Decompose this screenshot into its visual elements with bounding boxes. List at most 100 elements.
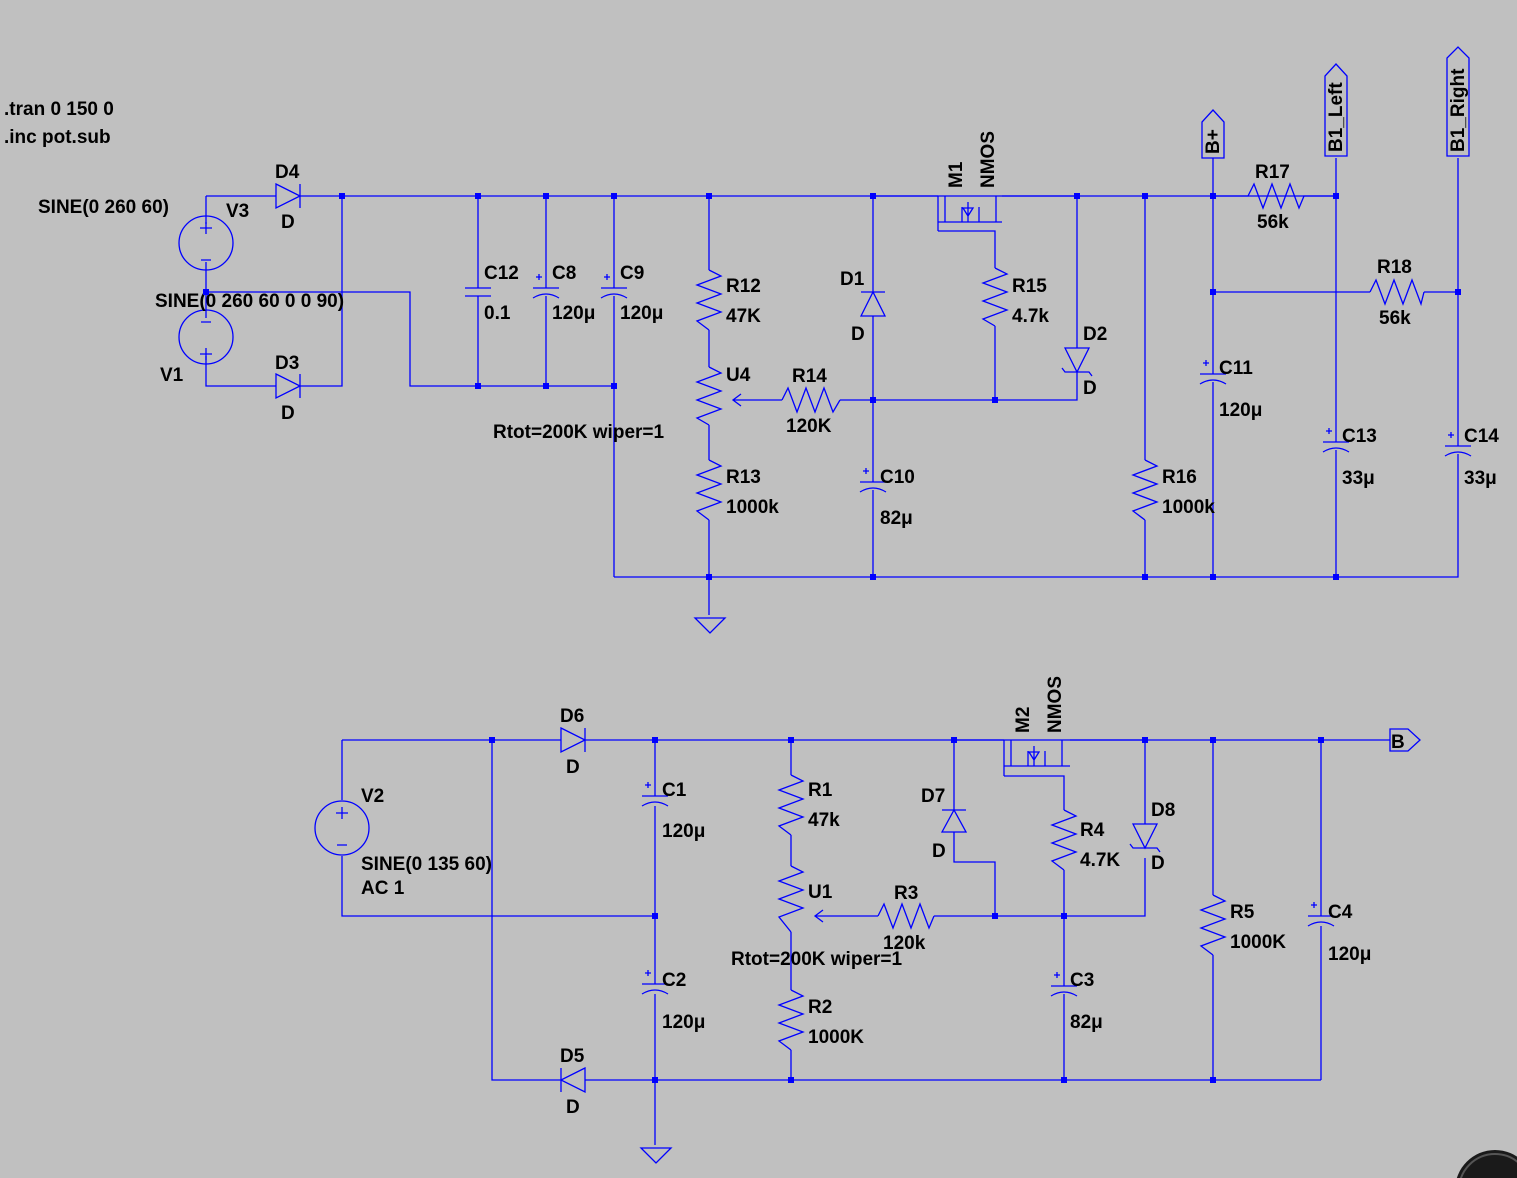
D4-label: D4 <box>275 162 300 183</box>
resistor-R14[interactable] <box>781 386 841 414</box>
C1-value: 120μ <box>662 821 705 842</box>
R3-label: R3 <box>894 883 918 904</box>
V2-ac: AC 1 <box>361 878 405 899</box>
voltage-source-V3[interactable] <box>178 215 234 271</box>
C12-value: 0.1 <box>484 303 511 324</box>
D5-label: D5 <box>560 1046 585 1067</box>
V3-label: V3 <box>226 201 249 222</box>
capacitor-C14[interactable] <box>1444 432 1472 457</box>
M2-model: NMOS <box>1045 676 1066 733</box>
D2-label: D2 <box>1083 324 1107 345</box>
voltage-source-V1[interactable] <box>178 309 234 365</box>
bplus-text: B+ <box>1203 129 1224 154</box>
voltage-source-V2[interactable] <box>314 800 370 856</box>
diode-D1[interactable] <box>859 290 887 317</box>
nmos-M1[interactable] <box>937 196 1002 231</box>
resistor-R1[interactable] <box>777 774 805 836</box>
capacitor-C11[interactable] <box>1199 360 1227 385</box>
C9-value: 120μ <box>620 303 663 324</box>
U4-label: U4 <box>726 365 751 386</box>
b1-left-text: B1_Left <box>1326 82 1347 152</box>
D5-model: D <box>566 1097 580 1118</box>
resistor-R3[interactable] <box>877 902 935 930</box>
resistor-R15[interactable] <box>981 267 1009 327</box>
resistor-R16[interactable] <box>1131 459 1159 521</box>
M2-label: M2 <box>1013 707 1034 733</box>
C2-value: 120μ <box>662 1012 705 1033</box>
diode-D3[interactable] <box>275 372 302 400</box>
C14-value: 33μ <box>1464 468 1497 489</box>
zener-D8[interactable] <box>1129 823 1161 853</box>
capacitor-C10[interactable] <box>859 468 887 493</box>
C12-label: C12 <box>484 263 519 284</box>
D1-label: D1 <box>840 269 865 290</box>
inc-directive[interactable]: .inc pot.sub <box>4 127 111 148</box>
capacitor-C1[interactable] <box>641 782 669 807</box>
corner-widget-icon[interactable] <box>1455 1150 1517 1178</box>
capacitor-C3[interactable] <box>1050 972 1078 997</box>
R4-value: 4.7K <box>1080 850 1120 871</box>
nmos-M2[interactable] <box>1003 740 1070 776</box>
resistor-R13[interactable] <box>695 459 723 521</box>
capacitor-C4[interactable] <box>1307 902 1335 927</box>
V1-value: SINE(0 260 60 0 0 90) <box>155 291 344 312</box>
potentiometer-U4[interactable] <box>695 366 782 426</box>
bottom-circuit-wires <box>341 739 1390 1145</box>
C11-label: C11 <box>1219 358 1253 379</box>
net-label-b1-left[interactable]: B1_Left <box>1324 63 1348 157</box>
R12-label: R12 <box>726 276 761 297</box>
resistor-R5[interactable] <box>1199 894 1227 956</box>
C8-value: 120μ <box>552 303 595 324</box>
D4-model: D <box>281 212 295 233</box>
R18-label: R18 <box>1377 257 1412 278</box>
D1-model: D <box>851 324 865 345</box>
capacitor-C13[interactable] <box>1322 428 1350 453</box>
capacitor-C12[interactable] <box>465 287 491 297</box>
net-label-b1-right[interactable]: B1_Right <box>1446 46 1470 157</box>
capacitor-C9[interactable] <box>600 274 628 299</box>
resistor-R2[interactable] <box>777 989 805 1051</box>
C3-value: 82μ <box>1070 1012 1103 1033</box>
V3-value: SINE(0 260 60) <box>38 197 169 218</box>
capacitor-C8[interactable] <box>532 274 560 299</box>
zener-D2[interactable] <box>1061 347 1093 377</box>
potentiometer-U1[interactable] <box>777 865 878 933</box>
R17-value: 56k <box>1257 212 1289 233</box>
resistor-R12[interactable] <box>695 269 723 331</box>
R15-label: R15 <box>1012 276 1047 297</box>
resistor-R4[interactable] <box>1050 809 1078 871</box>
R16-value: 1000k <box>1162 497 1215 518</box>
capacitor-C2[interactable] <box>641 970 669 995</box>
resistor-R18[interactable] <box>1369 278 1425 307</box>
D8-model: D <box>1151 853 1165 874</box>
C1-label: C1 <box>662 780 687 801</box>
U1-params: Rtot=200K wiper=1 <box>731 949 902 970</box>
diode-D5[interactable] <box>559 1066 586 1094</box>
net-label-bplus[interactable]: B+ <box>1201 109 1225 159</box>
R5-value: 1000K <box>1230 932 1286 953</box>
R3-value: 120k <box>883 933 926 954</box>
C13-label: C13 <box>1342 426 1377 447</box>
V1-label: V1 <box>160 365 184 386</box>
diode-D7[interactable] <box>940 808 968 833</box>
diode-D6[interactable] <box>560 726 587 754</box>
R14-label: R14 <box>792 366 827 387</box>
V2-label: V2 <box>361 786 384 807</box>
tran-directive[interactable]: .tran 0 150 0 <box>4 99 114 120</box>
b1-right-text: B1_Right <box>1448 68 1469 152</box>
C14-label: C14 <box>1464 426 1499 447</box>
C4-value: 120μ <box>1328 944 1371 965</box>
C11-value: 120μ <box>1219 400 1262 421</box>
D3-model: D <box>281 403 295 424</box>
diode-D4[interactable] <box>275 182 302 210</box>
resistor-R17[interactable] <box>1213 182 1336 210</box>
C4-label: C4 <box>1328 902 1353 923</box>
net-label-b[interactable]: B <box>1389 728 1421 753</box>
junction-dots <box>203 193 1461 1083</box>
D7-model: D <box>932 841 946 862</box>
R16-label: R16 <box>1162 467 1197 488</box>
ground-symbol-top <box>693 617 727 634</box>
R2-label: R2 <box>808 997 832 1018</box>
R1-label: R1 <box>808 780 833 801</box>
